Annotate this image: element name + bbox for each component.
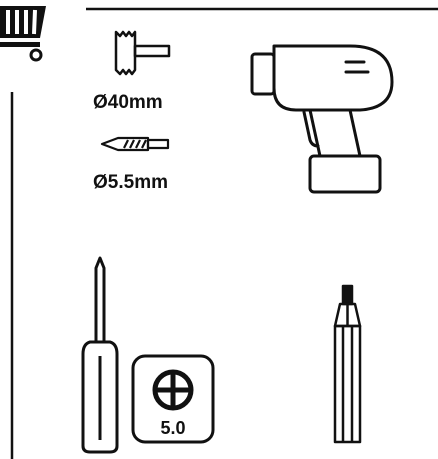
pencil-icon xyxy=(333,284,362,444)
hole-saw-label: Ø40mm xyxy=(93,92,163,113)
hole-saw-icon xyxy=(114,30,171,76)
drill-bit-icon xyxy=(100,136,170,152)
drill-bit-label: Ø5.5mm xyxy=(93,172,168,193)
phillips-bit-label: 5.0 xyxy=(160,418,185,438)
cart-icon xyxy=(0,6,46,62)
phillips-bit-icon: 5.0 xyxy=(131,354,215,444)
screwdriver-icon xyxy=(81,256,119,454)
cordless-drill-icon xyxy=(250,44,394,194)
